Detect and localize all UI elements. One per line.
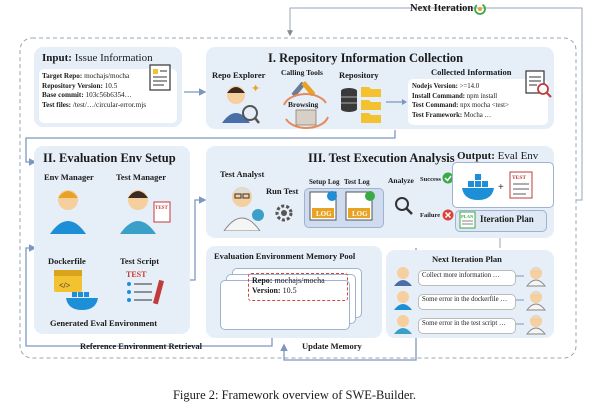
calling-tools-label: Calling Tools <box>281 68 323 77</box>
arrow-reference-retrieval <box>25 244 273 347</box>
gear-icon <box>275 204 293 222</box>
browsing-label: Browsing <box>288 100 319 109</box>
arrow-env-to-exec <box>190 196 207 281</box>
repository-database-icon <box>341 87 381 123</box>
collected-info-title: Collected Information <box>431 67 512 77</box>
collected-line: Install Command: npm install <box>412 92 498 100</box>
tools-icon <box>291 81 316 97</box>
plan-item-text: Some error in the test script … <box>422 320 506 327</box>
exec-analysis-title: III. Test Execution Analysis <box>308 151 455 165</box>
plan-icon-text: PLAN <box>461 214 474 219</box>
analyze-label: Analyze <box>388 176 414 185</box>
plan-item <box>418 318 516 334</box>
success-label: Success <box>420 176 441 183</box>
failure-x-icon <box>442 209 454 221</box>
test-script-icon: TEST <box>126 270 165 305</box>
stars-icon: ✦ <box>251 83 260 95</box>
collected-line: Nodejs Version: >=14.0 <box>412 83 480 90</box>
next-plan-title: Next Iteration Plan <box>432 254 502 264</box>
agent-avatars-left <box>394 267 412 334</box>
repo-info-title: I. Repository Information Collection <box>268 51 464 65</box>
browsing-cycle-icon <box>283 93 329 129</box>
svg-text:✦: ✦ <box>251 83 260 95</box>
code-glyph: </> <box>59 281 71 290</box>
cycle-icon <box>474 3 486 15</box>
test-script-badge-text: TEST <box>126 270 147 279</box>
memory-highlight <box>248 273 348 301</box>
update-memory-label: Update Memory <box>302 341 362 351</box>
repo-info-panel: I. Repository Information Collection Rep… <box>206 47 554 129</box>
memory-pool-panel: Evaluation Environment Memory Pool Repo:… <box>206 246 382 338</box>
magnifier-icon <box>395 197 413 215</box>
repository-label: Repository <box>339 70 379 80</box>
test-analyst-label: Test Analyst <box>220 169 265 179</box>
plan-arrows <box>516 275 524 325</box>
plan-item-text: Collect more information … <box>422 272 500 279</box>
test-analyst-avatars-right <box>525 267 547 335</box>
test-manager-label: Test Manager <box>116 172 166 182</box>
next-iteration-label: Next Iteration <box>410 3 474 14</box>
figure-caption: Figure 2: Framework overview of SWE-Buil… <box>172 388 416 402</box>
env-manager-avatar <box>50 190 86 234</box>
collected-info-lines: Nodejs Version: >=14.0 Install Command: … <box>412 82 509 120</box>
repo-explorer-avatar <box>222 86 260 124</box>
outer-frame <box>19 37 577 359</box>
next-plan-panel: Next Iteration Plan Collect more informa… <box>386 250 554 338</box>
setup-log-badge: LOG <box>316 210 332 218</box>
generated-env-label: Generated Eval Environment <box>50 318 158 328</box>
dockerfile-icon: </> <box>54 270 98 310</box>
plan-icon: PLAN <box>459 211 476 229</box>
test-manager-avatar: TEST <box>120 190 171 234</box>
run-test-label: Run Test <box>266 186 299 196</box>
memory-pool-title: Evaluation Environment Memory Pool <box>214 251 356 261</box>
plan-item-text: Some error in the dockerfile … <box>422 296 508 303</box>
input-panel: Input: Issue Information Target Repo: mo… <box>34 47 182 127</box>
output-env-icon: + TEST <box>462 171 533 200</box>
reference-retrieval-label: Reference Environment Retrieval <box>80 341 202 351</box>
input-line: Repository Version: 10.5 <box>42 81 118 90</box>
memory-card-front <box>220 280 350 330</box>
input-panel-title: Input: Issue Information <box>42 52 153 64</box>
input-line: Test files: /test/…/circular-error.mjs <box>42 100 146 109</box>
failure-label: Failure <box>420 212 441 219</box>
next-iteration-loop <box>287 7 583 201</box>
output-test-badge: TEST <box>512 175 526 181</box>
plan-item <box>418 294 516 310</box>
arrow-repo-to-env <box>25 130 396 166</box>
env-manager-label: Env Manager <box>44 172 94 182</box>
logs-icons: LOG LOG <box>309 191 375 221</box>
output-label: Output: Eval Env <box>457 150 539 162</box>
repo-explorer-label: Repo Explorer <box>212 70 266 80</box>
collected-info-card <box>408 79 548 125</box>
env-setup-title: II. Evaluation Env Setup <box>43 151 176 165</box>
success-check-icon <box>442 172 454 184</box>
svg-text:+: + <box>498 182 504 193</box>
test-analyst-avatar <box>223 187 264 231</box>
collected-line: Test Framework: Mocha … <box>412 111 492 119</box>
input-line: Base commit: 103c56b6354… <box>42 91 132 100</box>
collected-line: Test Command: npx mocha <test> <box>412 102 509 110</box>
iteration-plan-label: Iteration Plan <box>480 214 534 224</box>
test-log-label: Test Log <box>344 178 370 186</box>
test-manager-badge-text: TEST <box>155 206 168 211</box>
test-log-badge: LOG <box>352 210 368 218</box>
arrow-to-collected <box>386 99 407 105</box>
collected-document-icon <box>525 70 552 98</box>
iteration-plan-card <box>455 210 547 232</box>
input-line: Target Repo: mochajs/mocha <box>42 72 130 80</box>
memory-entry: Repo: mochajs/mocha Version: 10.5 <box>252 276 325 295</box>
plan-item <box>418 270 516 286</box>
input-info-lines: Target Repo: mochajs/mocha Repository Ve… <box>42 72 146 110</box>
env-setup-panel: II. Evaluation Env Setup Env Manager Tes… <box>34 146 190 334</box>
setup-log-label: Setup Log <box>309 178 340 186</box>
document-icon <box>149 64 171 91</box>
test-script-label: Test Script <box>120 256 160 266</box>
dockerfile-label: Dockerfile <box>48 256 86 266</box>
